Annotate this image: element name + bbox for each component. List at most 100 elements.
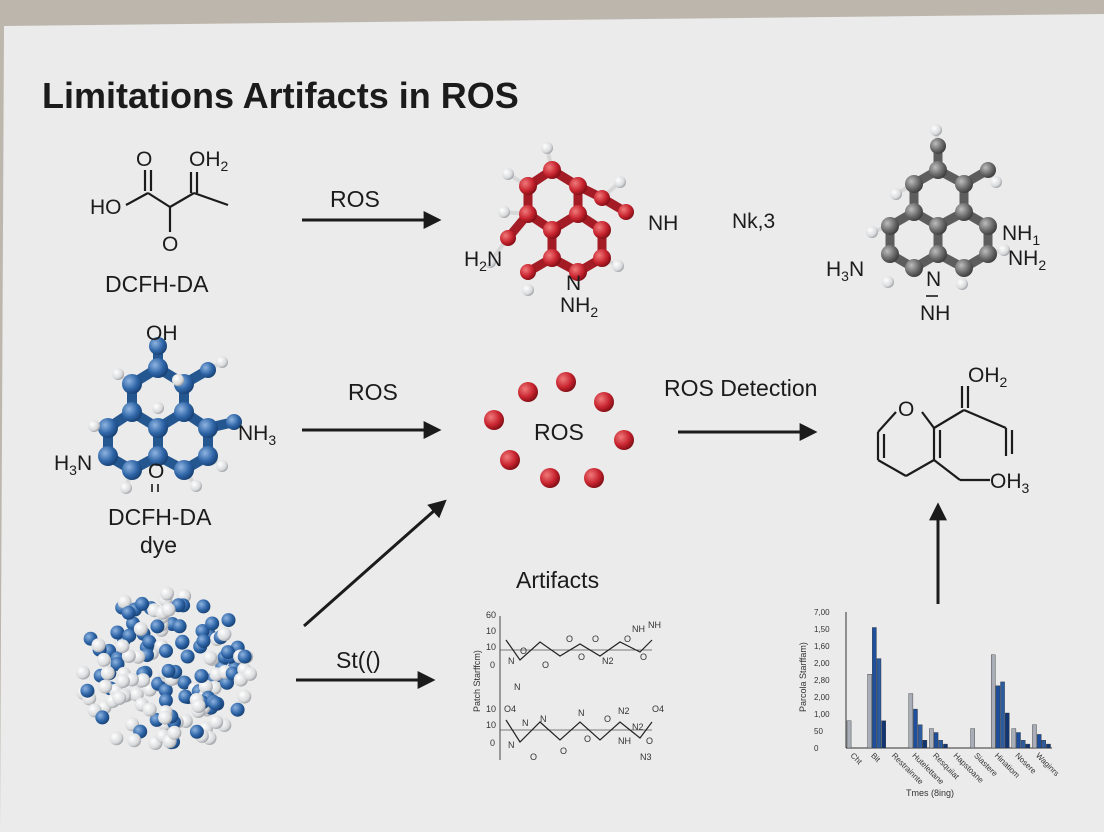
svg-text:0: 0 xyxy=(490,660,495,670)
nanoparticle-sphere xyxy=(110,625,125,640)
artifacts-atom-label: N xyxy=(508,740,515,750)
page-title: Limitations Artifacts in ROS xyxy=(42,75,519,116)
svg-text:Patch Starffcm): Patch Starffcm) xyxy=(472,650,482,712)
nanoparticle-sphere xyxy=(194,669,209,683)
mol1-o-top: O xyxy=(136,148,152,171)
nanoparticle-sphere xyxy=(158,683,173,698)
nanoparticle-sphere xyxy=(122,628,137,643)
nanoparticle-sphere xyxy=(96,652,111,667)
bar xyxy=(970,728,975,749)
bar-chart-y-tick: 1,50 xyxy=(814,625,830,634)
artifacts-atom-label: O xyxy=(584,734,591,744)
artifacts-atom-label: O xyxy=(604,714,611,724)
nanoparticle-sphere xyxy=(209,715,224,729)
arrow-diagonal xyxy=(303,499,447,628)
ros-particle-ring xyxy=(484,372,634,488)
nanoparticle-sphere xyxy=(142,634,157,649)
nanoparticle-sphere xyxy=(76,665,91,680)
nanoparticle-sphere xyxy=(112,691,127,705)
nanoparticle-sphere xyxy=(121,605,136,620)
nanoparticle-sphere xyxy=(203,650,217,665)
nanoparticle-sphere xyxy=(196,599,211,614)
product-oh2: OH2 xyxy=(968,364,1008,390)
bar xyxy=(908,693,914,749)
artifacts-atom-label: N2 xyxy=(632,722,644,732)
artifacts-atom-label: NH xyxy=(632,624,645,634)
nanoparticle-sphere xyxy=(237,649,252,664)
bar xyxy=(881,720,886,749)
svg-text:10: 10 xyxy=(486,626,496,636)
artifacts-atom-label: O xyxy=(542,660,549,670)
nanoparticle-sphere xyxy=(217,627,232,642)
nanoparticle-sphere xyxy=(109,731,124,746)
bar xyxy=(913,708,918,749)
nanoparticle-sphere xyxy=(98,679,113,694)
mol3-nh2: NH2 xyxy=(1008,247,1046,273)
detection-label: ROS Detection xyxy=(664,375,817,401)
nanoparticle-sphere xyxy=(198,679,213,694)
bar-chart-y-tick: 1,60 xyxy=(814,642,830,651)
nanoparticle-sphere xyxy=(221,613,236,628)
nanoparticle-sphere xyxy=(142,702,157,717)
bar-chart-y-tick: 2,80 xyxy=(814,676,830,685)
bar xyxy=(876,658,882,749)
bar xyxy=(995,685,1001,749)
bar xyxy=(1005,712,1010,749)
product-skeletal-structure xyxy=(876,386,1014,482)
artifacts-atom-label: O xyxy=(646,736,653,746)
bar-chart-y-tick: 2,00 xyxy=(814,693,830,702)
mol1-ho: HO xyxy=(90,196,122,219)
middle-text-nk3: Nk,3 xyxy=(732,210,775,233)
dye-caption-1: DCFH-DA xyxy=(108,504,212,530)
artifacts-atom-label: N xyxy=(522,718,529,728)
artifacts-atom-label: O4 xyxy=(504,704,516,714)
bar xyxy=(917,724,923,749)
mol3-h3n: H3N xyxy=(826,258,864,284)
artifacts-atom-label: O xyxy=(640,652,647,662)
artifacts-atom-label: O4 xyxy=(652,704,664,714)
nanoparticle-cluster xyxy=(76,586,257,750)
nanoparticle-sphere xyxy=(150,619,165,634)
dye-oh: OH xyxy=(146,322,178,345)
bar xyxy=(1020,740,1026,749)
nanoparticle-sphere xyxy=(243,666,257,681)
artifacts-atom-label: O xyxy=(578,652,585,662)
mol1-o-bottom: O xyxy=(162,233,178,256)
product-oh3: OH3 xyxy=(990,470,1030,496)
nanoparticle-sphere xyxy=(167,725,182,740)
bar xyxy=(1000,681,1005,749)
artifacts-atom-label: O xyxy=(560,746,567,756)
nanoparticle-sphere xyxy=(117,594,132,609)
artifacts-atom-label: NH xyxy=(648,620,661,630)
svg-text:10: 10 xyxy=(486,720,496,730)
mol2-h2n: H2N xyxy=(464,248,502,274)
mol3-nh: NH xyxy=(920,302,950,325)
bar xyxy=(991,654,996,749)
artifacts-atom-label: N2 xyxy=(618,706,630,716)
arrow-row3-label: St(() xyxy=(336,647,381,673)
product-o-ring: O xyxy=(898,398,914,421)
nanoparticle-sphere xyxy=(127,733,142,748)
artifacts-atom-label: N xyxy=(578,708,585,718)
nanoparticle-sphere xyxy=(178,689,193,704)
arrow-row2-label: ROS xyxy=(348,379,398,405)
bar xyxy=(929,728,934,749)
bar xyxy=(872,627,877,749)
bar-chart-x-label: Tmes (8ing) xyxy=(906,788,954,798)
nanoparticle-sphere xyxy=(95,710,110,725)
bar xyxy=(846,720,852,749)
bar xyxy=(1036,734,1042,749)
nanoparticle-sphere xyxy=(159,643,173,658)
bar xyxy=(1041,740,1046,749)
nanoparticle-sphere xyxy=(237,689,252,704)
mol2-nh: NH xyxy=(648,212,678,235)
artifacts-atom-label: O xyxy=(530,752,537,762)
artifacts-atom-label: N3 xyxy=(640,752,652,762)
nanoparticle-sphere xyxy=(191,699,206,713)
bar-chart-y-tick: 1,00 xyxy=(814,710,830,719)
bar xyxy=(938,740,944,749)
nanoparticle-sphere xyxy=(172,619,187,634)
artifacts-atom-label: NH xyxy=(618,736,631,746)
bar xyxy=(943,743,948,749)
